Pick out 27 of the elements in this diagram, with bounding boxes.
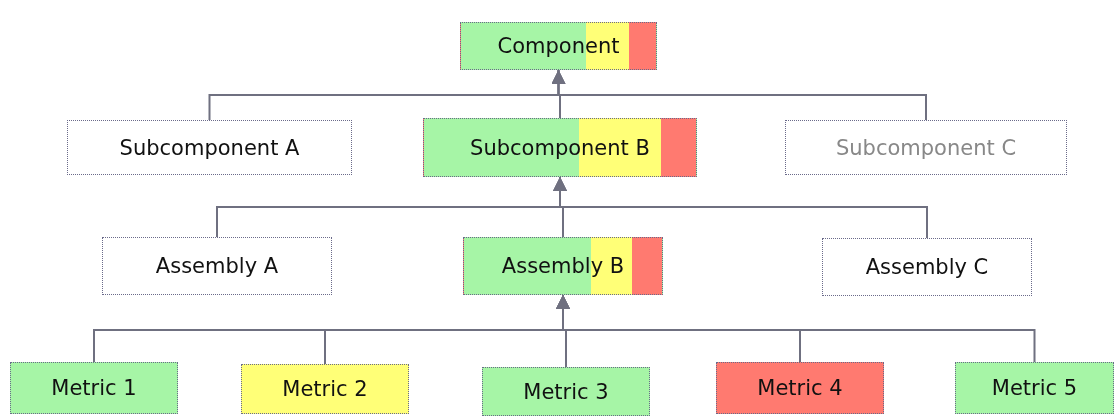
box-label: Assembly A	[155, 254, 279, 278]
box-label: Subcomponent A	[119, 135, 300, 160]
box-label: Assembly B	[501, 254, 625, 278]
hierarchy-box	[822, 238, 1032, 296]
box-label: Metric 3	[523, 379, 609, 404]
hierarchy-box	[463, 237, 663, 295]
box-label: Metric 1	[51, 376, 137, 400]
hierarchy-box	[241, 364, 409, 414]
box-label: Assembly C	[865, 255, 989, 279]
box-label: Metric 5	[991, 376, 1078, 400]
hierarchy-box	[716, 362, 884, 414]
hierarchy-box	[955, 362, 1114, 414]
box-label: Metric 4	[757, 376, 843, 400]
box-label: Component	[497, 34, 620, 58]
box-label: Metric 2	[282, 377, 368, 401]
hierarchy-box	[785, 120, 1067, 175]
hierarchy-box	[67, 120, 352, 175]
connector-arrow	[556, 294, 1036, 363]
connector-arrow	[551, 69, 927, 121]
hierarchy-box	[423, 118, 697, 177]
box-label: Subcomponent B	[470, 135, 650, 160]
hierarchy-box	[102, 237, 332, 295]
hierarchy-box	[460, 22, 657, 70]
box-label: Subcomponent C	[835, 135, 1017, 160]
hierarchy-box	[482, 367, 650, 416]
hierarchy-box	[10, 362, 178, 414]
connector-arrow	[553, 176, 928, 239]
